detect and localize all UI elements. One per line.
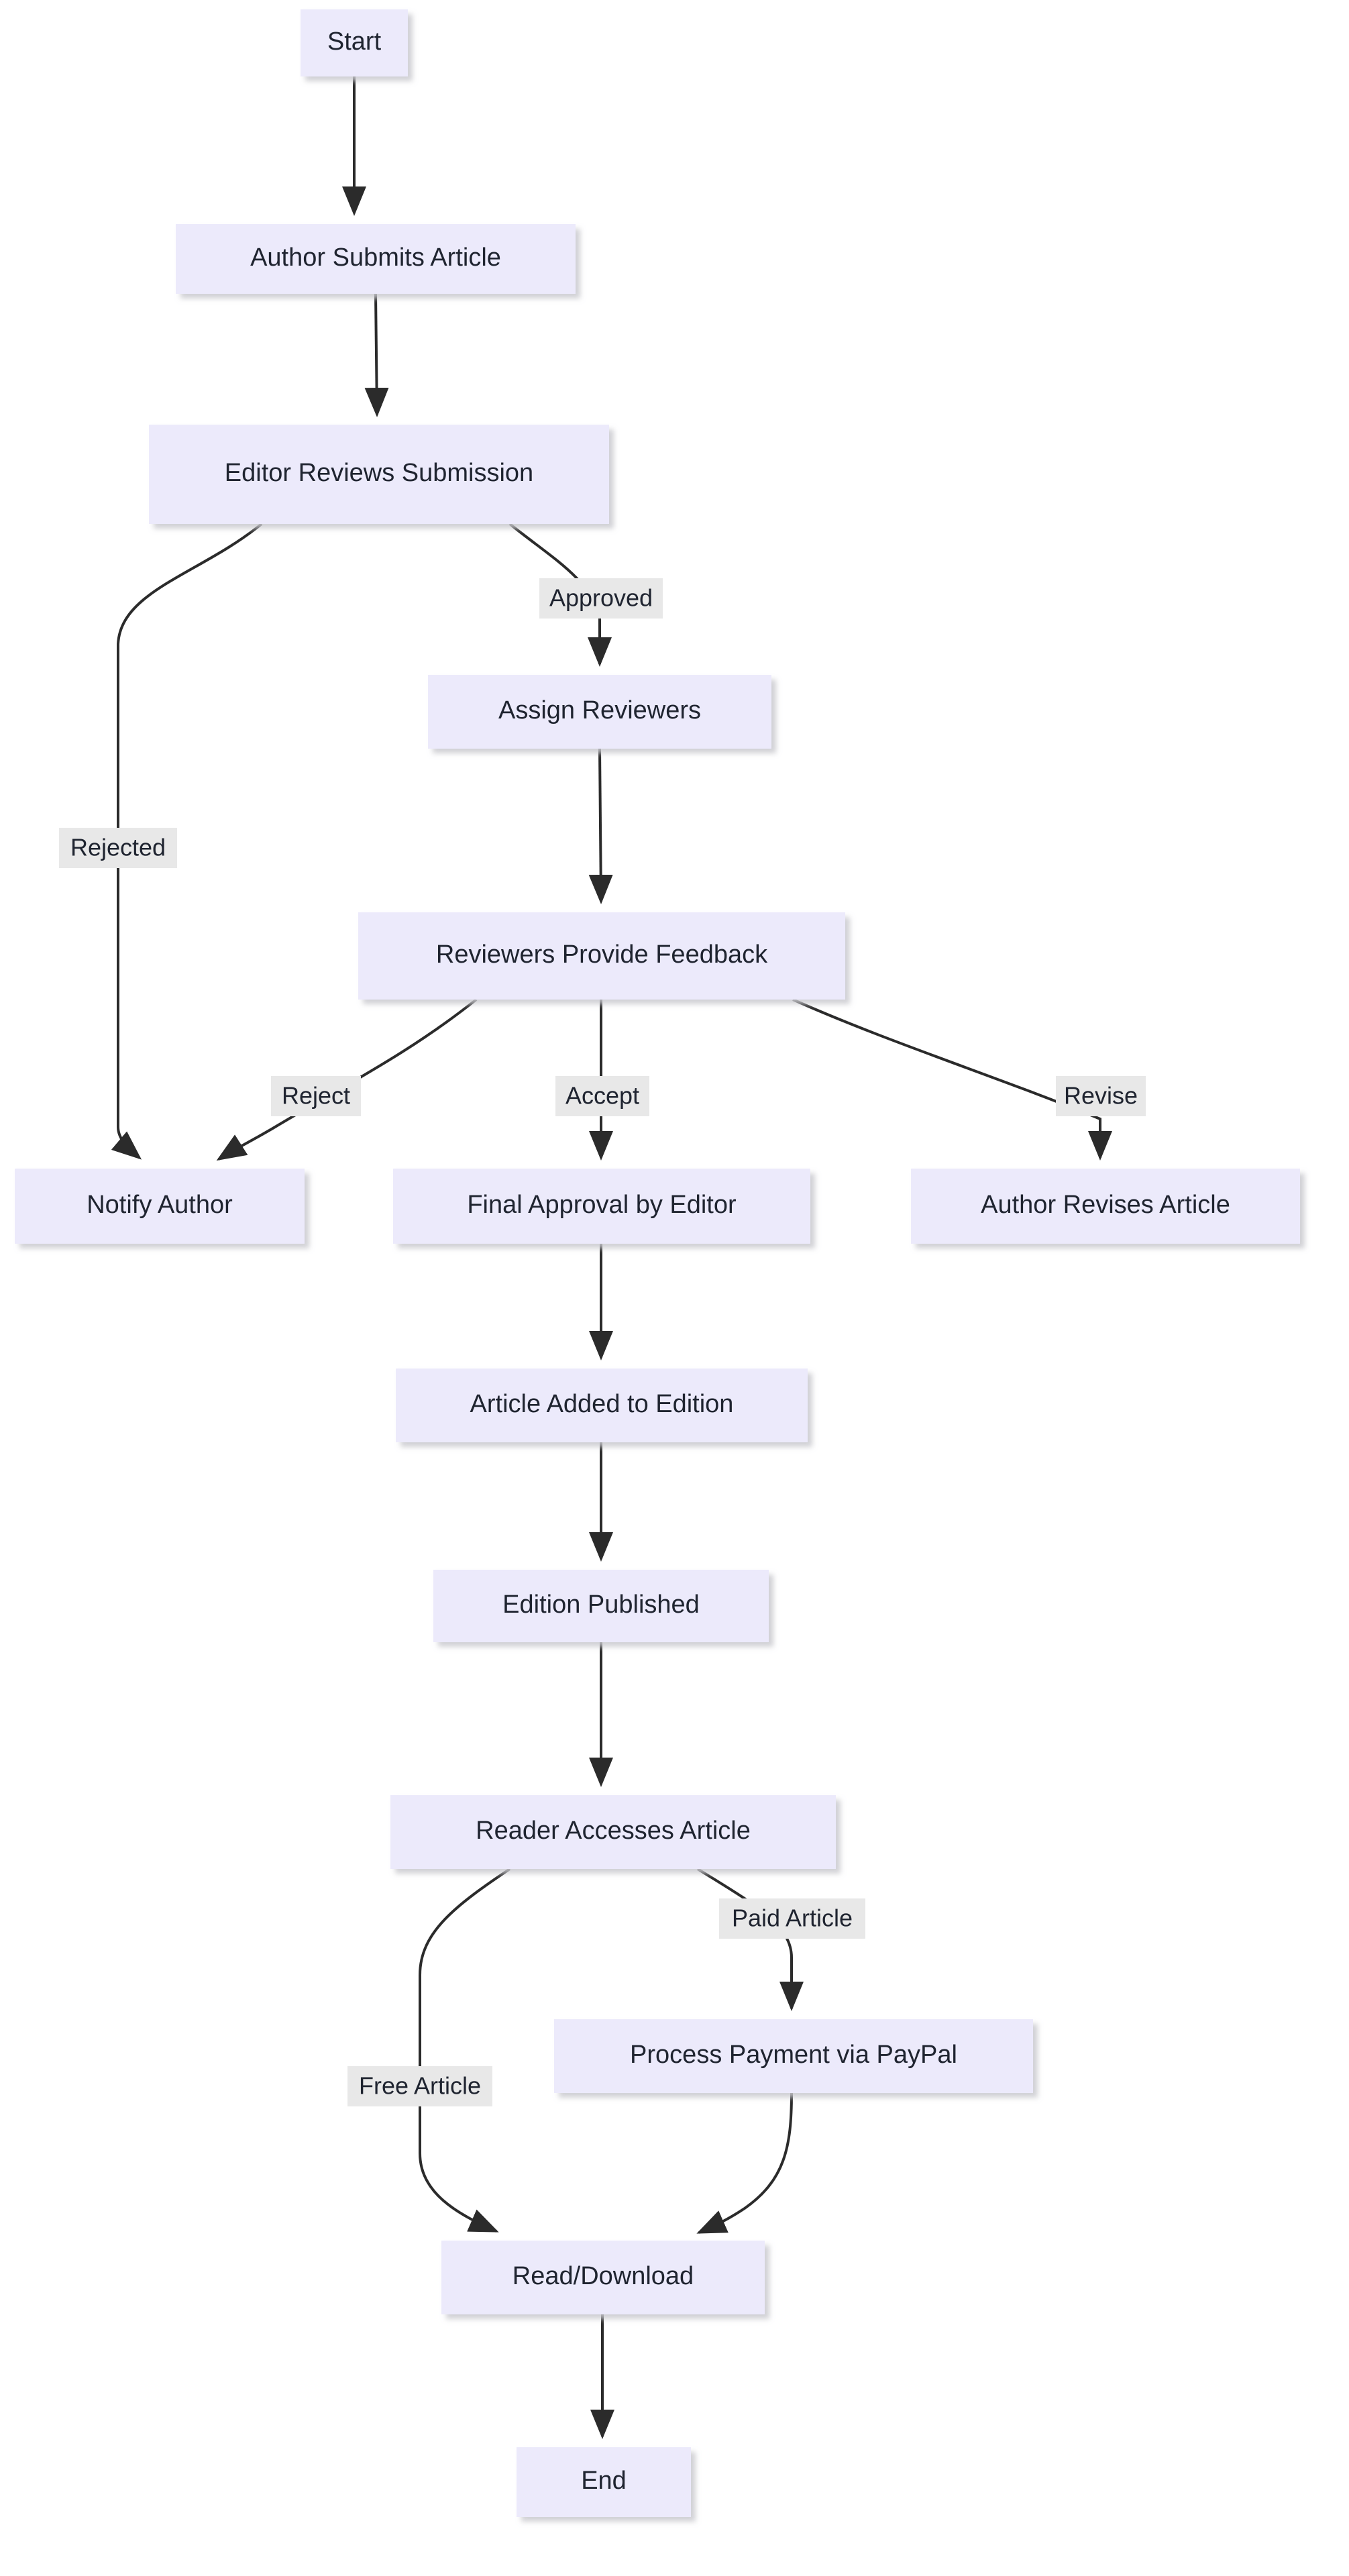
node-article-added-to-edition-label: Article Added to Edition	[470, 1390, 734, 1418]
edge-review-to-notify	[111, 523, 263, 1160]
node-process-payment-via-paypal-label: Process Payment via PayPal	[630, 2041, 957, 2069]
edge-submit-to-review	[364, 293, 389, 417]
node-notify-author[interactable]: Notify Author	[15, 1169, 305, 1244]
node-process-payment-via-paypal[interactable]: Process Payment via PayPal	[554, 2019, 1033, 2093]
node-final-approval-by-editor[interactable]: Final Approval by Editor	[393, 1169, 810, 1244]
edge-label-rejected-text: Rejected	[70, 834, 166, 861]
node-end[interactable]: End	[517, 2447, 691, 2517]
edge-paypal-to-download	[696, 2092, 793, 2234]
edge-feedback-to-revise	[792, 998, 1112, 1161]
node-reviewers-provide-feedback-label: Reviewers Provide Feedback	[436, 941, 768, 969]
edge-label-paid-article-text: Paid Article	[732, 1904, 853, 1932]
edge-label-revise-text: Revise	[1064, 1082, 1138, 1110]
node-assign-reviewers-label: Assign Reviewers	[498, 696, 701, 724]
edge-label-accept-text: Accept	[565, 1082, 639, 1110]
node-reader-accesses-article-label: Reader Accesses Article	[476, 1817, 751, 1845]
node-author-revises-article[interactable]: Author Revises Article	[911, 1169, 1300, 1244]
node-read-download-label: Read/Download	[512, 2262, 694, 2290]
node-final-approval-by-editor-label: Final Approval by Editor	[467, 1191, 737, 1219]
node-read-download[interactable]: Read/Download	[441, 2241, 765, 2314]
edge-assign-to-feedback	[588, 748, 613, 904]
node-start[interactable]: Start	[301, 9, 408, 76]
edge-label-reject: Reject	[271, 1076, 361, 1116]
edge-label-free-article-text: Free Article	[359, 2072, 481, 2100]
edge-label-free-article: Free Article	[347, 2066, 492, 2106]
node-edition-published-label: Edition Published	[502, 1591, 700, 1619]
node-editor-reviews-submission-label: Editor Reviews Submission	[225, 459, 533, 487]
node-article-added-to-edition[interactable]: Article Added to Edition	[396, 1368, 808, 1442]
node-start-label: Start	[327, 28, 382, 56]
node-reviewers-provide-feedback[interactable]: Reviewers Provide Feedback	[358, 912, 845, 1000]
node-author-submits-article-label: Author Submits Article	[250, 244, 501, 272]
edge-label-revise: Revise	[1056, 1076, 1146, 1116]
node-notify-author-label: Notify Author	[87, 1191, 233, 1219]
node-editor-reviews-submission[interactable]: Editor Reviews Submission	[149, 425, 609, 524]
edge-label-rejected: Rejected	[59, 828, 177, 868]
edge-label-reject-text: Reject	[282, 1082, 350, 1110]
node-author-revises-article-label: Author Revises Article	[981, 1191, 1230, 1219]
node-reader-accesses-article[interactable]: Reader Accesses Article	[390, 1795, 836, 1869]
node-layer: Start Author Submits Article Editor Revi…	[15, 9, 1300, 2517]
edge-reader-to-download	[419, 1868, 511, 2233]
edge-label-layer: Approved Rejected Reject Accept Revise P…	[59, 578, 1146, 2106]
node-author-submits-article[interactable]: Author Submits Article	[176, 224, 576, 294]
edge-label-approved-text: Approved	[549, 584, 653, 612]
edge-label-paid-article: Paid Article	[719, 1898, 865, 1939]
edge-label-approved: Approved	[539, 578, 663, 619]
node-end-label: End	[581, 2467, 627, 2495]
edge-label-accept: Accept	[555, 1076, 649, 1116]
node-assign-reviewers[interactable]: Assign Reviewers	[428, 675, 771, 749]
node-edition-published[interactable]: Edition Published	[433, 1570, 769, 1642]
